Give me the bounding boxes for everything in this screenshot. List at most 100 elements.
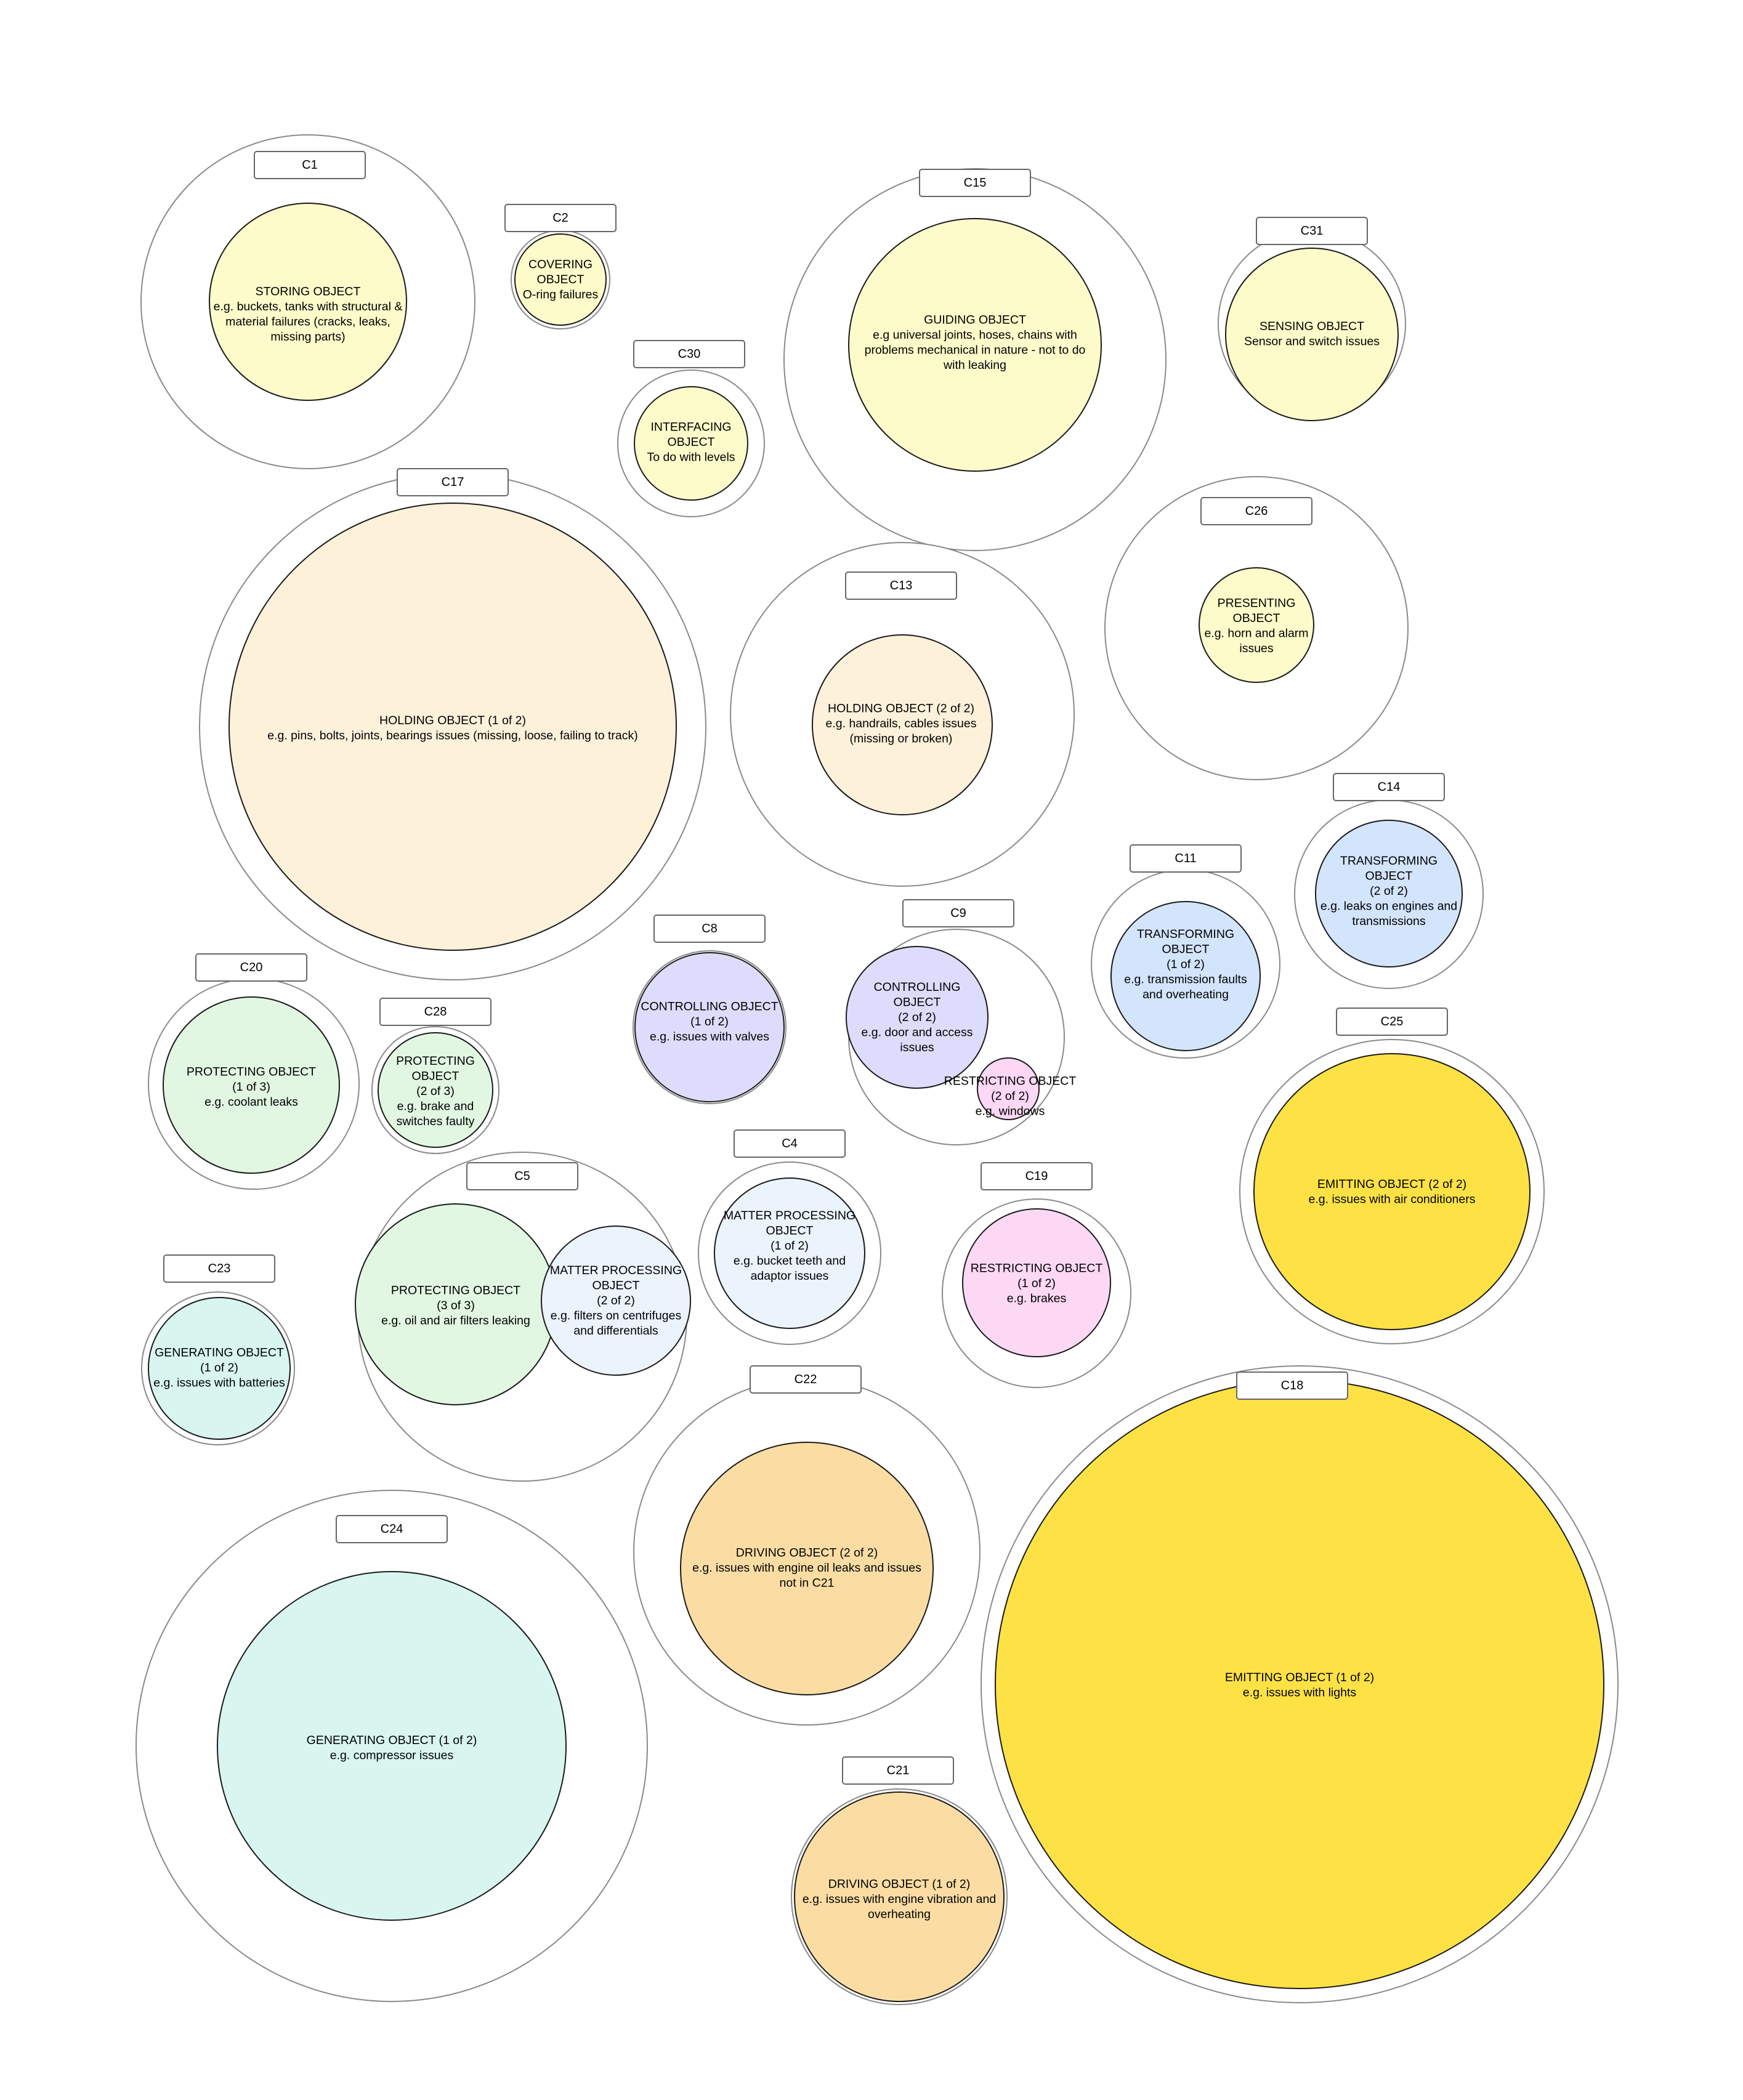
cluster-c9-object-text-line: OBJECT — [894, 996, 941, 1009]
cluster-c25-object-text-line: EMITTING OBJECT (2 of 2) — [1317, 1177, 1466, 1191]
cluster-c25-label: C25 — [1381, 1015, 1404, 1028]
cluster-c8-object-text-line: CONTROLLING OBJECT — [641, 1000, 778, 1014]
cluster-c19-label-box — [981, 1162, 1093, 1190]
cluster-c4-object-text-line: (1 of 2) — [770, 1239, 809, 1253]
cluster-c19-object-text-line: (1 of 2) — [1017, 1277, 1056, 1290]
cluster-c9-label-box — [902, 899, 1014, 927]
cluster-c22: DRIVING OBJECT (2 of 2)e.g. issues with … — [633, 1365, 981, 1726]
cluster-c11-object-text-line: (1 of 2) — [1167, 958, 1205, 971]
cluster-c31-object-text-line: SENSING OBJECT — [1260, 320, 1364, 333]
cluster-c18: EMITTING OBJECT (1 of 2)e.g. issues with… — [981, 1365, 1619, 2003]
cluster-c19-object-text-line: RESTRICTING OBJECT — [971, 1262, 1103, 1275]
cluster-c17-object-text-line: HOLDING OBJECT (1 of 2) — [379, 714, 526, 727]
cluster-c5-object-circle — [541, 1226, 691, 1376]
cluster-c21-object-text-line: overheating — [868, 1908, 931, 1921]
cluster-c15-object-text-line: GUIDING OBJECT — [924, 313, 1026, 326]
cluster-c18-label-box — [1236, 1371, 1348, 1400]
cluster-c11-object-circle — [1110, 901, 1261, 1051]
cluster-c17-label: C17 — [442, 475, 464, 489]
cluster-c26-object-circle — [1199, 567, 1314, 683]
cluster-c24-object-circle — [217, 1571, 567, 1921]
cluster-c28-label: C28 — [424, 1005, 447, 1019]
cluster-c5-object-text-line: and differentials — [573, 1324, 658, 1338]
cluster-c15: GUIDING OBJECT e.g universal joints, hose… — [783, 168, 1167, 551]
cluster-c4-object-text-line: adaptor issues — [751, 1269, 829, 1283]
cluster-c25: EMITTING OBJECT (2 of 2)e.g. issues with… — [1239, 1008, 1545, 1344]
cluster-c9-object-circle — [846, 946, 989, 1089]
cluster-c24-object-text-line: GENERATING OBJECT (1 of 2) — [307, 1734, 477, 1747]
cluster-c28-object-text-line: PROTECTING — [396, 1054, 475, 1068]
cluster-c2-label-box — [504, 204, 617, 232]
cluster-c22-object-text-line: e.g. issues with engine oil leaks and is… — [692, 1561, 921, 1575]
cluster-c9-object-text-line: (2 of 2) — [991, 1089, 1029, 1103]
cluster-c30-object-text-line: OBJECT — [668, 435, 715, 449]
cluster-c26-object-text-line: e.g. horn and alarm — [1204, 626, 1308, 640]
cluster-c11-object-text-line: OBJECT — [1162, 943, 1210, 956]
cluster-c9-label: C9 — [950, 907, 966, 920]
cluster-c14-object-text-line: TRANSFORMING — [1340, 854, 1438, 868]
cluster-c21-object-circle — [794, 1791, 1005, 2002]
cluster-c28-object-circle — [378, 1032, 493, 1148]
cluster-c31-label: C31 — [1301, 224, 1324, 238]
cluster-c25-object-text-line: e.g. issues with air conditioners — [1309, 1192, 1476, 1206]
cluster-c22-object-text-line: not in C21 — [780, 1577, 835, 1590]
cluster-c23-object-text-line: GENERATING OBJECT — [155, 1346, 284, 1360]
cluster-c26-object-text-line: PRESENTING — [1218, 596, 1296, 610]
cluster-c22-label: C22 — [795, 1373, 817, 1386]
cluster-c1-object-text-line: e.g. buckets, tanks with structural & — [214, 300, 403, 313]
cluster-c5-object-text-line: MATTER PROCESSING — [550, 1264, 682, 1277]
cluster-c30-object-text-line: To do with levels — [647, 451, 735, 464]
cluster-c13-object-text-line: (missing or broken) — [850, 732, 953, 746]
cluster-c4-label-box — [734, 1129, 846, 1158]
cluster-c8-object-text-line: (1 of 2) — [690, 1015, 729, 1028]
cluster-c14-label: C14 — [1378, 780, 1401, 794]
cluster-c1-object-circle — [209, 203, 407, 401]
cluster-c23-label: C23 — [208, 1262, 231, 1275]
cluster-c1-label-box — [254, 151, 366, 179]
cluster-c5-label-box — [466, 1162, 578, 1190]
cluster-c24: GENERATING OBJECT (1 of 2)e.g. compresso… — [135, 1490, 648, 2002]
cluster-c30-label-box — [633, 340, 745, 368]
cluster-c18-object-text-line: e.g. issues with lights — [1243, 1686, 1357, 1699]
cluster-c20-label: C20 — [240, 961, 263, 974]
cluster-c21-object-text-line: e.g. issues with engine vibration and — [803, 1892, 996, 1906]
cluster-c24-object-text-line: e.g. compressor issues — [330, 1748, 454, 1762]
cluster-c14-object-text-line: OBJECT — [1365, 870, 1413, 883]
cluster-c5-object-text-line: (2 of 2) — [597, 1294, 635, 1307]
cluster-c1-object-text-line: missing parts) — [270, 330, 345, 344]
cluster-c15-object-text-line: e.g universal joints, hoses, chains with — [873, 328, 1077, 342]
cluster-c11-label-box — [1130, 844, 1242, 873]
cluster-c9-object-text-line: e.g. windows — [976, 1105, 1045, 1118]
cluster-c17-object-circle — [228, 503, 677, 951]
cluster-c11-object-text-line: and overheating — [1142, 988, 1229, 1001]
cluster-c5: PROTECTING OBJECT(3 of 3)e.g. oil and ai… — [355, 1152, 691, 1482]
cluster-c4-object-text-line: MATTER PROCESSING — [724, 1209, 855, 1222]
cluster-c17-object-text-line: e.g. pins, bolts, joints, bearings issue… — [267, 729, 638, 742]
cluster-c9-object-text-line: issues — [900, 1041, 934, 1054]
cluster-c9-object-text-line: (2 of 2) — [898, 1011, 936, 1024]
cluster-c4-object-text-line: OBJECT — [766, 1224, 814, 1238]
cluster-c15-object-text-line: problems mechanical in nature - not to d… — [865, 343, 1086, 357]
cluster-c21: DRIVING OBJECT (1 of 2)e.g. issues with … — [791, 1756, 1008, 2005]
cluster-c22-object-circle — [680, 1442, 934, 1695]
cluster-c23-object-circle — [148, 1297, 291, 1440]
cluster-c31-label-box — [1256, 217, 1368, 245]
cluster-c30-object-circle — [634, 386, 748, 501]
cluster-c23-label-box — [163, 1254, 275, 1283]
cluster-c30-label: C30 — [678, 347, 701, 361]
cluster-c24-label-box — [336, 1515, 448, 1543]
cluster-c9-object-text-line: e.g. door and access — [861, 1026, 973, 1040]
cluster-c28-object-text-line: (2 of 3) — [416, 1084, 455, 1098]
cluster-c22-label-box — [750, 1365, 862, 1394]
cluster-c13-object-circle — [812, 634, 993, 815]
cluster-c25-label-box — [1336, 1008, 1448, 1036]
cluster-c28-label-box — [379, 998, 491, 1026]
cluster-c8-label-box — [653, 915, 766, 943]
